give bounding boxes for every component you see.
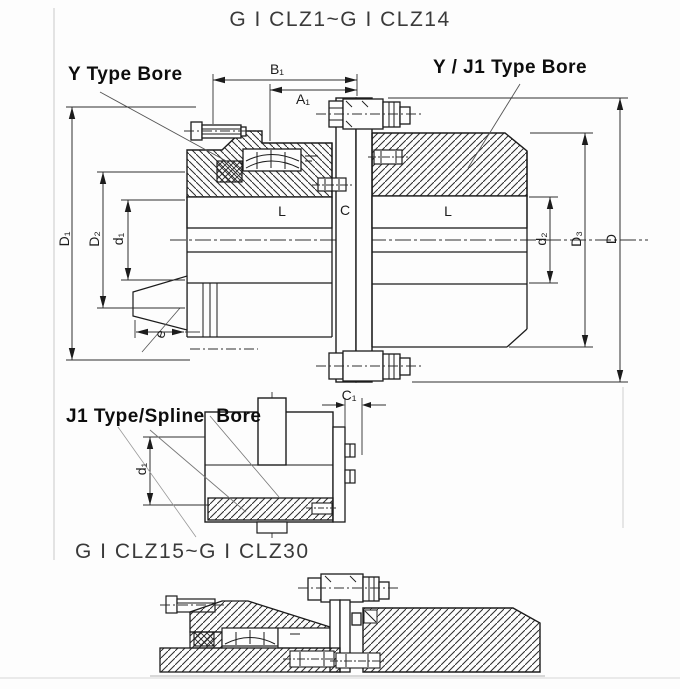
- bottom-flange-plates: [329, 599, 362, 673]
- mid-bolt-stubs: [344, 443, 356, 484]
- outside-view-lines: [186, 133, 528, 348]
- y-type-bore-label: Y Type Bore: [68, 64, 183, 85]
- mid-bottom-stub: [256, 521, 288, 534]
- main-view: [66, 74, 648, 383]
- bottom-embedded-bolt-1: [283, 650, 341, 668]
- page-frame-lines: [0, 8, 680, 679]
- mid-hatched-band: [207, 497, 334, 521]
- dim-c: C: [339, 202, 351, 218]
- dim-l-left: L: [278, 203, 286, 219]
- mid-label-leaders: [117, 426, 247, 538]
- set-bolt-right-hub: [368, 149, 410, 165]
- bottom-top-bolt: [298, 573, 400, 603]
- hub-barrels: [186, 195, 528, 229]
- mid-band-bolt: [306, 502, 337, 515]
- middle-view: [117, 392, 386, 538]
- bottom-right-hub: [362, 607, 541, 673]
- mid-stem: [257, 397, 287, 466]
- mid-diagonal: [209, 415, 280, 498]
- mid-c1-dimension: [322, 398, 386, 455]
- dim-d2-big: D₂: [86, 231, 102, 247]
- top-flange-bolt: [316, 98, 424, 130]
- dim-d1-small-bottom: d₁: [133, 462, 149, 476]
- dim-b1: B₁: [269, 61, 285, 77]
- dim-a1: A₁: [295, 91, 311, 107]
- dim-d3-big: D₃: [568, 231, 584, 247]
- bottom-view: [150, 573, 545, 677]
- sleeve-end-bolt: [184, 121, 258, 141]
- y-j1-type-bore-label: Y / J1 Type Bore: [433, 57, 588, 78]
- bottom-sleeve-taper: [189, 600, 331, 633]
- gear-teeth: [242, 148, 318, 172]
- j1-spline-bore-label: J1 Type/Spline Bore: [66, 406, 262, 427]
- dim-d-big: D: [603, 233, 619, 245]
- bottom-flange-bolt: [316, 350, 424, 382]
- dimension-lines: [66, 74, 628, 383]
- flange-plates: [335, 97, 373, 383]
- bottom-title: G I CLZ15~G I CLZ30: [75, 540, 310, 563]
- bottom-seal-block: [193, 631, 215, 647]
- dim-d2-small: d₂: [533, 232, 549, 246]
- dim-c1: C₁: [341, 387, 357, 403]
- top-title: G I CLZ1~G I CLZ14: [229, 8, 451, 31]
- mid-d1-dimension: [143, 436, 208, 506]
- seal-block: [216, 160, 243, 183]
- dim-d1-small: d₁: [110, 232, 126, 246]
- bottom-embedded-bolt-2: [330, 652, 386, 669]
- bottom-barrel-band: [277, 627, 331, 649]
- bottom-gear-teeth: [221, 627, 279, 647]
- bottom-right-hub-notch: [363, 609, 378, 624]
- dim-d1-big: D₁: [56, 231, 72, 247]
- dim-l-right: L: [444, 203, 452, 219]
